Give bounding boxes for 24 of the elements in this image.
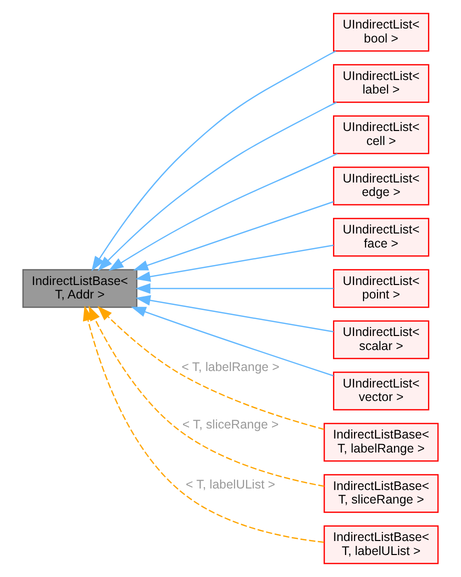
node-box: IndirectListBase< T, labelRange >	[324, 422, 439, 462]
node-box: UIndirectList< bool >	[333, 12, 430, 52]
edge-label: < T, labelUList >	[186, 478, 276, 492]
node-box: IndirectListBase< T, sliceRange >	[324, 474, 439, 513]
node-box: UIndirectList< scalar >	[333, 320, 430, 360]
node-box: IndirectListBase< T, labelUList >	[324, 525, 439, 564]
arrow	[133, 201, 334, 270]
arrow	[91, 50, 336, 272]
arrow	[130, 306, 334, 376]
arrow	[135, 244, 334, 282]
arrow	[98, 102, 337, 271]
edge-label: < T, sliceRange >	[182, 418, 279, 432]
node-box: UIndirectList< face >	[333, 218, 430, 257]
edge-label: < T, labelRange >	[182, 360, 280, 374]
node-box: UIndirectList< cell >	[333, 115, 430, 154]
arrow	[108, 153, 338, 271]
node-box: IndirectListBase< T, Addr >	[22, 269, 138, 308]
arrow	[135, 283, 334, 294]
node-box: UIndirectList< label >	[333, 64, 430, 103]
arrow	[97, 306, 324, 430]
node-box: UIndirectList< edge >	[333, 166, 430, 206]
node-box: UIndirectList< point >	[333, 269, 430, 308]
node-box: UIndirectList< vector >	[333, 372, 430, 410]
arrow	[135, 295, 334, 332]
